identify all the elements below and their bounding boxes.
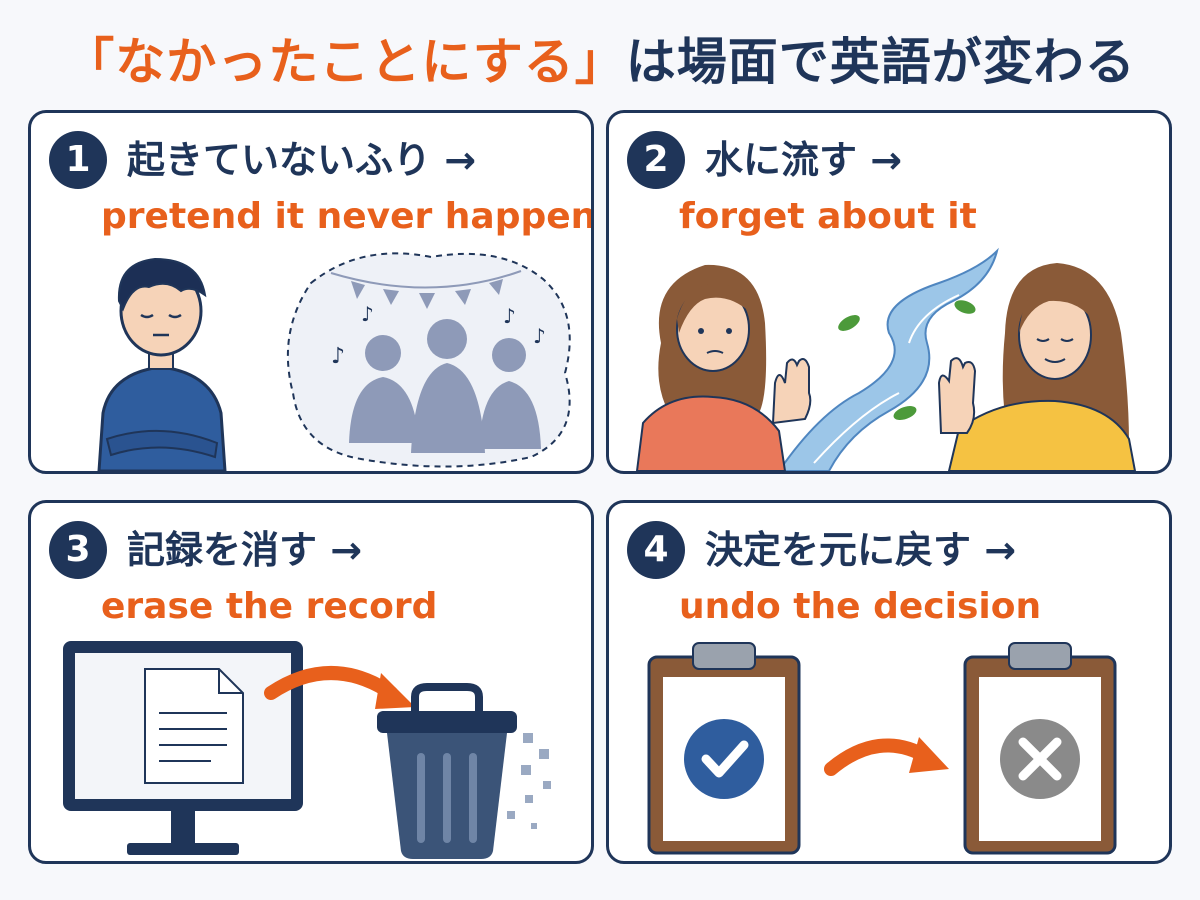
card-english: erase the record (101, 586, 438, 627)
card-japanese: 記録を消す → (127, 528, 363, 572)
svg-text:♪: ♪ (361, 302, 374, 326)
card-illustration (635, 247, 1137, 471)
svg-text:♪: ♪ (533, 324, 546, 348)
svg-text:♪: ♪ (331, 344, 345, 369)
card-illustration: ♪ ♪ ♪ ♪ (97, 252, 571, 471)
card-number: 1 (49, 131, 107, 189)
title-rest: は場面で英語が変わる (625, 33, 1136, 91)
woman-calm-icon (937, 263, 1137, 471)
card-illustration (63, 641, 551, 859)
card-pretend: 1 起きていないふり → pretend it never happened (28, 110, 594, 474)
card-illustration (647, 642, 1117, 855)
card-japanese: 水に流す → (705, 138, 903, 182)
person-arms-crossed-icon (97, 257, 227, 471)
card-japanese: 決定を元に戻す → (705, 528, 1017, 572)
woman-worried-icon (635, 264, 812, 471)
clipboard-check-icon (647, 642, 801, 855)
card-number: 3 (49, 521, 107, 579)
title-quoted: 「なかったことにする」 (64, 33, 626, 91)
card-japanese: 起きていないふり → (127, 138, 477, 182)
card-undo: 4 決定を元に戻す → undo the decision (606, 500, 1172, 864)
card-erase: 3 記録を消す → erase the record (28, 500, 594, 864)
arrow-icon (824, 737, 949, 776)
arrow-icon (264, 666, 415, 709)
document-icon (144, 668, 244, 784)
clipboard-cross-icon (963, 642, 1117, 855)
card-number: 4 (627, 521, 685, 579)
card-forget: 2 水に流す → forget about it (606, 110, 1172, 474)
river-icon (777, 247, 999, 471)
card-english: undo the decision (679, 586, 1042, 627)
svg-text:♪: ♪ (503, 304, 516, 328)
card-english: forget about it (679, 196, 977, 237)
party-silhouettes-icon: ♪ ♪ ♪ ♪ (286, 252, 571, 468)
card-number: 2 (627, 131, 685, 189)
page-title: 「なかったことにする」は場面で英語が変わる (0, 22, 1200, 102)
trash-can-icon (377, 683, 551, 859)
card-english: pretend it never happened (101, 196, 594, 237)
